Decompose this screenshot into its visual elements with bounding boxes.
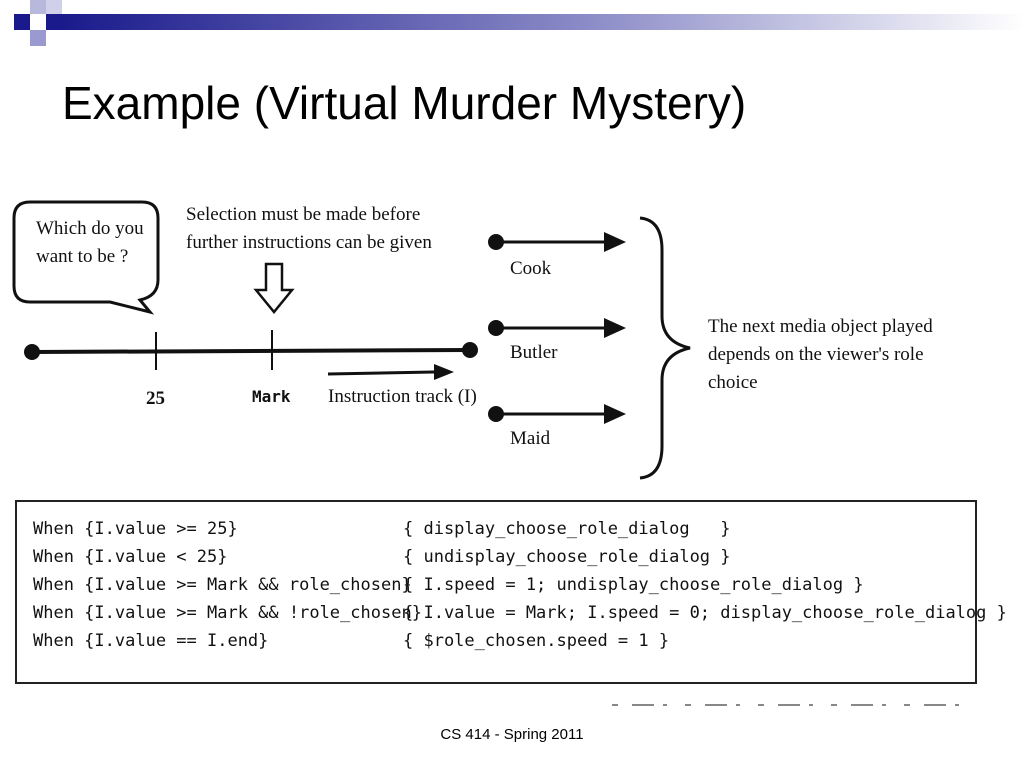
header-square-dark-1 — [14, 14, 30, 30]
speech-bubble-line1: Which do you — [36, 218, 144, 239]
brace-note-line3: choice — [708, 372, 758, 393]
header-square-light-2 — [30, 30, 46, 46]
code-line: When {I.value >= Mark && !role_chosen} {… — [17, 600, 1007, 627]
code-condition: When {I.value >= Mark && role_chosen} — [33, 575, 412, 595]
scan-artifact — [612, 704, 968, 706]
down-arrow-icon — [253, 262, 295, 314]
timeline-line — [31, 348, 471, 354]
code-box: When {I.value >= 25} { display_choose_ro… — [15, 500, 1007, 684]
code-line: When {I.value == I.end} { $role_chosen.s… — [17, 628, 977, 655]
code-condition: When {I.value >= Mark && !role_chosen} — [33, 603, 422, 623]
selection-note-line1: Selection must be made before — [186, 204, 420, 225]
code-line: When {I.value < 25} { undisplay_choose_r… — [17, 544, 977, 571]
code-condition: When {I.value >= 25} — [33, 519, 238, 539]
timeline-end-dot — [462, 342, 478, 358]
header-decoration — [14, 0, 1024, 46]
branch-cook-label: Cook — [510, 258, 552, 279]
header-gradient-bar — [62, 14, 1024, 30]
selection-note-line2: further instructions can be given — [186, 232, 432, 253]
instruction-track-arrowhead — [434, 364, 454, 380]
curly-brace — [639, 216, 691, 480]
branch-butler-label: Butler — [510, 342, 558, 363]
code-action: { I.speed = 1; undisplay_choose_role_dia… — [403, 575, 864, 595]
speech-bubble-line2: want to be ? — [36, 246, 128, 267]
code-action: { display_choose_role_dialog } — [403, 519, 731, 539]
header-square-light-1 — [30, 0, 46, 14]
code-line: When {I.value >= 25} { display_choose_ro… — [17, 516, 977, 543]
code-condition: When {I.value == I.end} — [33, 631, 269, 651]
branch-butler-arrowhead — [604, 318, 626, 338]
timeline-diagram: Which do you want to be ? Selection must… — [12, 200, 933, 480]
brace-note-line1: The next media object played — [708, 316, 933, 337]
branch-maid-label: Maid — [510, 428, 551, 449]
tick-25-label: 25 — [146, 388, 165, 409]
slide-footer: CS 414 - Spring 2011 — [440, 726, 584, 743]
timeline-start-dot — [24, 344, 40, 360]
code-line: When {I.value >= Mark && role_chosen} { … — [17, 572, 977, 599]
tick-mark-label: Mark — [252, 387, 291, 406]
code-action: { $role_chosen.speed = 1 } — [403, 631, 670, 651]
code-action: { undisplay_choose_role_dialog } — [403, 547, 731, 567]
branch-cook-arrowhead — [604, 232, 626, 252]
speech-bubble — [12, 200, 160, 315]
brace-note-line2: depends on the viewer's role — [708, 344, 924, 365]
header-square-light-3 — [46, 0, 62, 14]
code-action: { I.value = Mark; I.speed = 0; display_c… — [403, 603, 1007, 623]
instruction-track-arrow — [327, 370, 435, 376]
slide-title: Example (Virtual Murder Mystery) — [62, 77, 747, 129]
code-condition: When {I.value < 25} — [33, 547, 228, 567]
branch-maid-arrowhead — [604, 404, 626, 424]
header-square-dark-2 — [46, 14, 62, 30]
instruction-track-label: Instruction track (I) — [328, 386, 477, 407]
